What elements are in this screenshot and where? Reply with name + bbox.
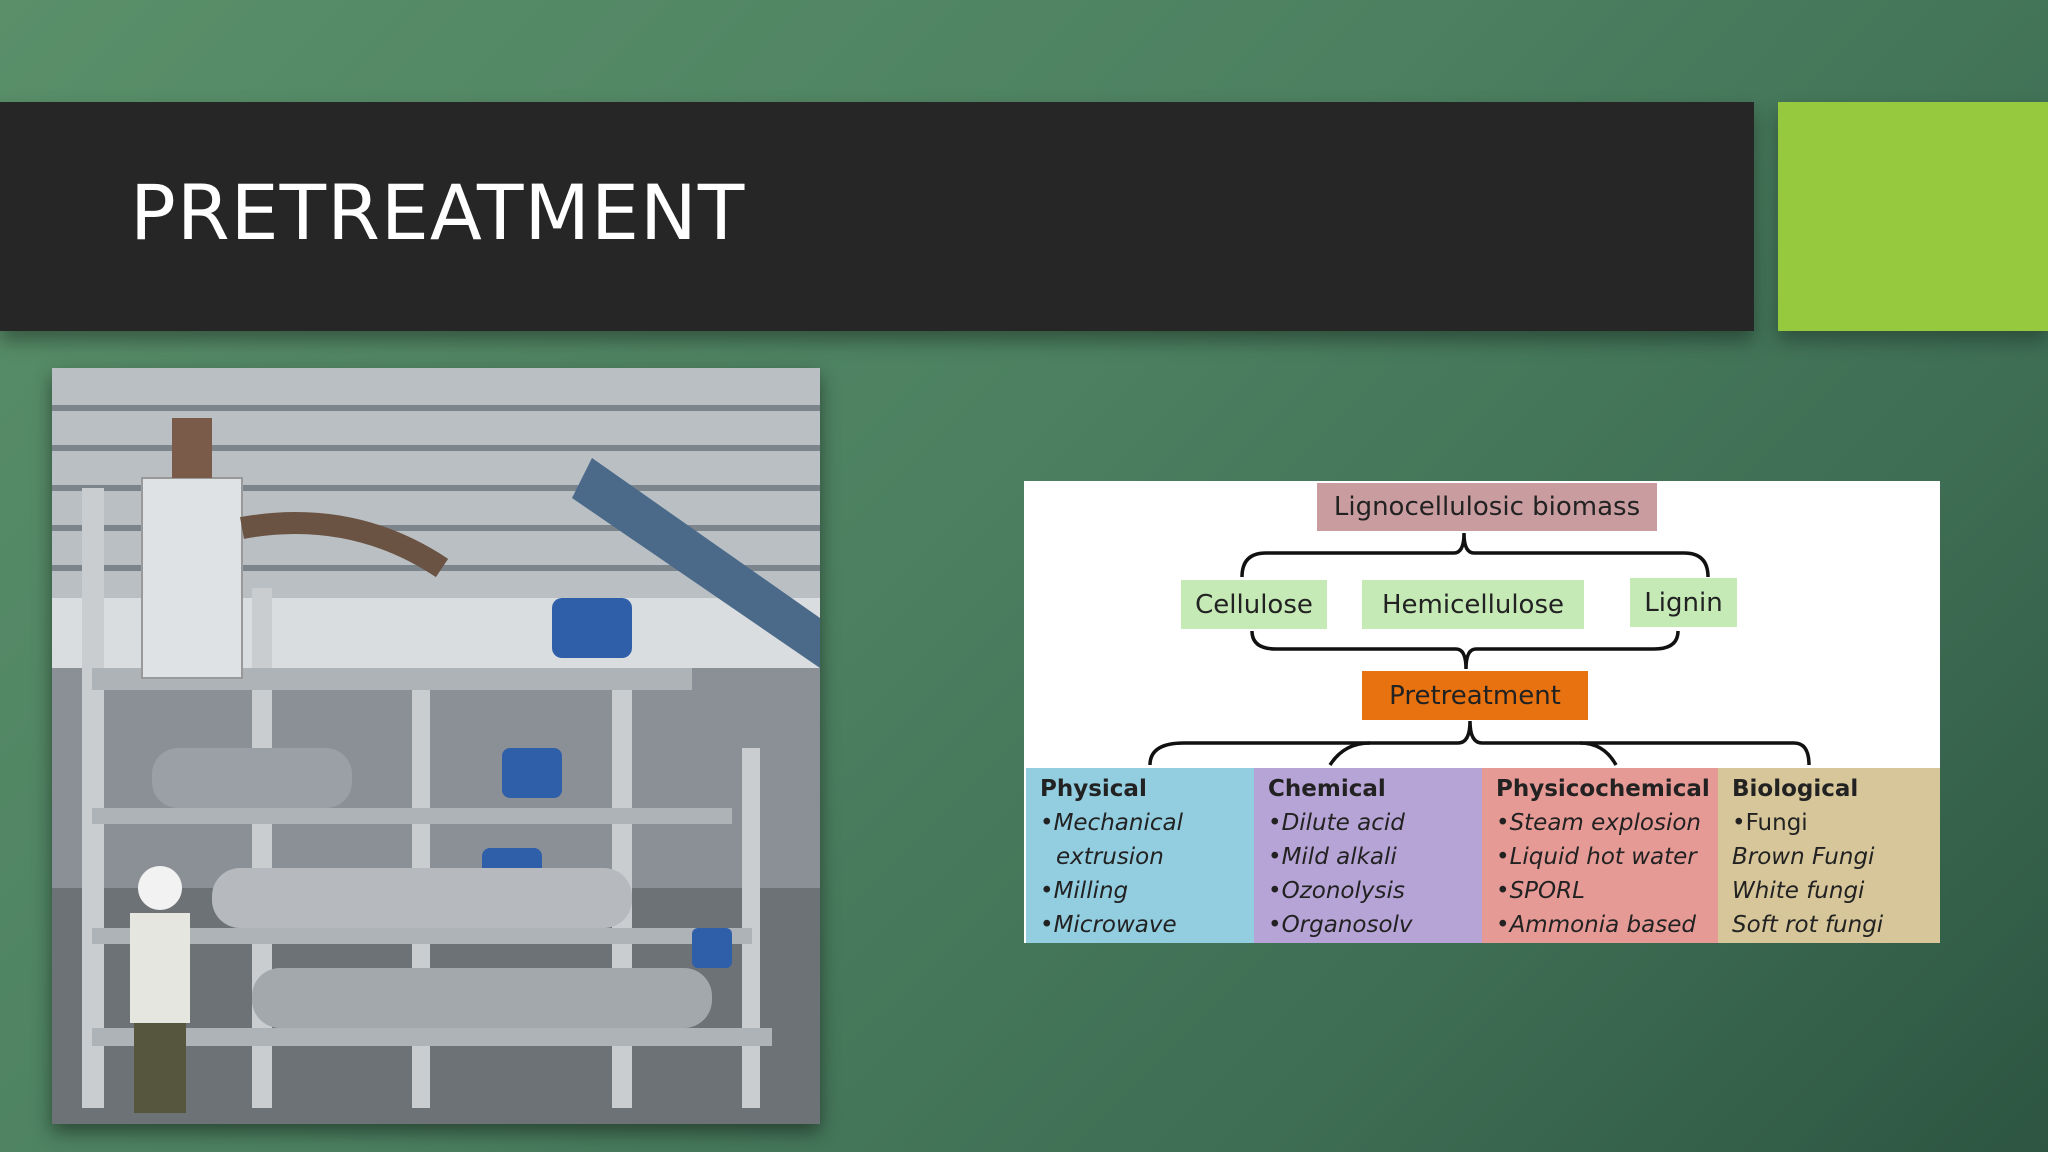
- category-heading: Chemical: [1268, 776, 1386, 802]
- category-item: •Ammonia based: [1496, 912, 1696, 938]
- lignocellulosic-biomass-node: Lignocellulosic biomass: [1317, 483, 1657, 531]
- category-item: White fungi: [1732, 878, 1865, 904]
- category-item: •Organosolv: [1268, 912, 1413, 938]
- category-heading: Biological: [1732, 776, 1859, 802]
- plant-photo: [52, 368, 820, 1124]
- category-item: •Microwave: [1040, 912, 1177, 938]
- slide-title: PRETREATMENT: [130, 168, 746, 257]
- category-physicochemical: Physicochemical •Steam explosion •Liquid…: [1482, 768, 1718, 943]
- title-bar: [0, 102, 1754, 331]
- category-item: •Dilute acid: [1268, 810, 1405, 836]
- cellulose-node: Cellulose: [1181, 580, 1327, 629]
- category-physical: Physical •Mechanical extrusion •Milling …: [1026, 768, 1254, 943]
- category-item: Brown Fungi: [1732, 844, 1875, 870]
- lignin-node: Lignin: [1630, 578, 1737, 627]
- plant-photo-illustration: [52, 368, 820, 1124]
- category-item: •Mild alkali: [1268, 844, 1397, 870]
- category-item: •Liquid hot water: [1496, 844, 1697, 870]
- category-item: Soft rot fungi: [1732, 912, 1884, 938]
- pretreatment-node: Pretreatment: [1362, 671, 1588, 720]
- pretreatment-diagram: Lignocellulosic biomass Cellulose Hemice…: [1024, 481, 1940, 943]
- category-item: •Milling: [1040, 878, 1129, 904]
- category-item: •Ozonolysis: [1268, 878, 1405, 904]
- category-item: •Mechanical: [1040, 810, 1183, 836]
- hemicellulose-node: Hemicellulose: [1362, 580, 1584, 629]
- category-item: •Fungi: [1732, 810, 1808, 836]
- accent-block: [1778, 102, 2048, 331]
- diagram-connectors: [1148, 532, 1811, 766]
- category-biological: Biological •Fungi Brown Fungi White fung…: [1718, 768, 1940, 943]
- category-item: •Steam explosion: [1496, 810, 1701, 836]
- category-item: •SPORL: [1496, 878, 1585, 904]
- category-item: extrusion: [1056, 844, 1164, 870]
- category-heading: Physical: [1040, 776, 1147, 802]
- category-chemical: Chemical •Dilute acid •Mild alkali •Ozon…: [1254, 768, 1482, 943]
- category-heading: Physicochemical: [1496, 776, 1710, 802]
